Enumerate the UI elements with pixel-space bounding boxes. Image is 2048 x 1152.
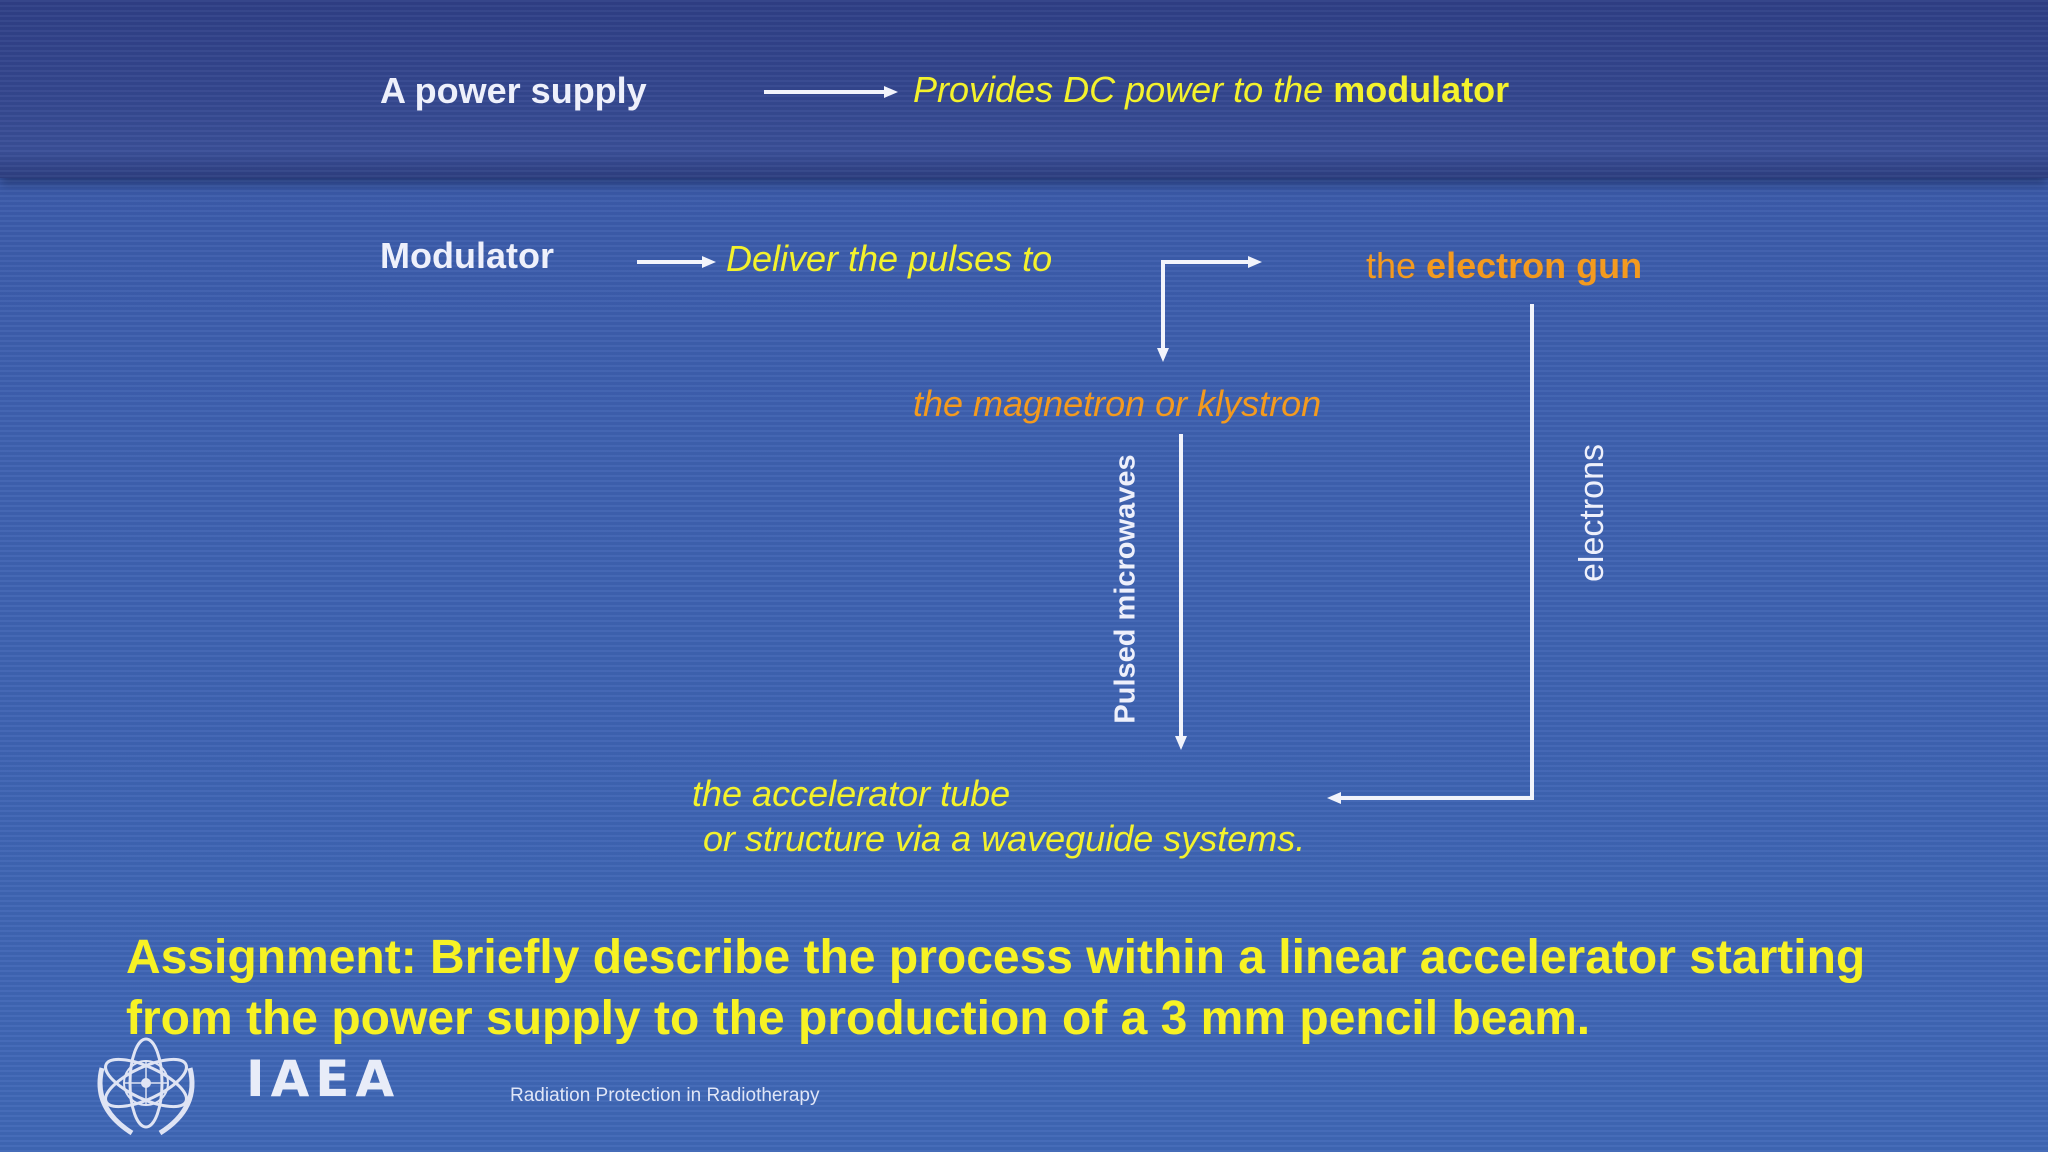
assignment-line1: Assignment: Briefly describe the process… [126,931,1866,984]
header-band [0,0,2048,178]
electrons-label: electrons [1573,444,1611,582]
modulator-label: Modulator [380,235,554,276]
arrow-left-icon [1327,304,1534,804]
power-supply-label: A power supply [380,70,647,111]
electron-gun-label: the electron gun [1366,245,1643,286]
accelerator-tube-line2: or structure via a waveguide systems. [703,818,1306,859]
arrow-right-icon [1163,256,1262,268]
iaea-emblem-icon [97,1037,195,1136]
arrow-down-icon [1157,260,1169,362]
iaea-logo-text: IAEA [246,1050,401,1108]
footer-caption: Radiation Protection in Radiotherapy [510,1085,820,1106]
accelerator-tube-line1: the accelerator tube [692,773,1011,814]
power-supply-description: Provides DC power to the modulator [913,69,1510,110]
arrow-right-icon [637,256,716,268]
modulator-description: Deliver the pulses to [726,238,1053,279]
pulsed-microwaves-label: Pulsed microwaves [1109,454,1142,724]
arrow-down-icon [1175,434,1187,750]
magnetron-label: the magnetron or klystron [913,383,1322,424]
assignment-line2: from the power supply to the production … [126,992,1591,1045]
